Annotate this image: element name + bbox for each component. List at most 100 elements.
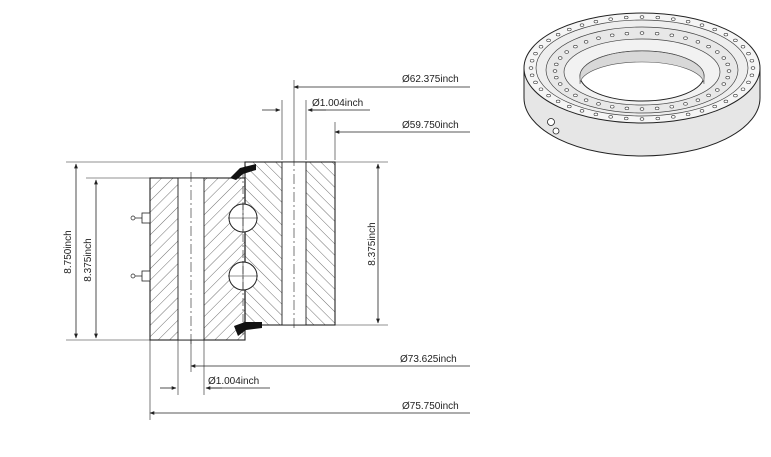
bolt-hole-icon	[555, 32, 561, 37]
bolt-hole-icon	[726, 69, 732, 73]
bolt-hole-icon	[554, 75, 559, 80]
bolt-hole-icon	[712, 104, 717, 109]
bolt-hole-icon	[655, 15, 660, 20]
dimensions	[66, 80, 470, 420]
bolt-hole-icon	[712, 27, 717, 32]
bolt-hole-icon	[538, 87, 544, 91]
bolt-hole-icon	[593, 112, 599, 117]
bolt-hole-icon	[593, 19, 599, 24]
bolt-hole-icon	[750, 66, 756, 70]
bolt-hole-icon	[655, 116, 660, 121]
seal-top	[230, 164, 256, 180]
dim-height-total: 8.750inch	[63, 230, 74, 273]
bolt-hole-icon	[669, 105, 674, 109]
dim-pitch-diameter: Ø62.375inch	[402, 74, 459, 85]
bolt-hole-icon	[723, 99, 729, 104]
side-grease-nipple-icon	[547, 118, 555, 126]
dim-bottom-hole: Ø1.004inch	[208, 376, 259, 387]
bolt-hole-icon	[715, 88, 720, 92]
bolt-hole-icon	[683, 36, 688, 40]
bolt-hole-icon	[695, 98, 701, 102]
bolt-hole-icon	[733, 93, 738, 98]
bolt-hole-icon	[546, 38, 551, 43]
dim-outer-diameter: Ø75.750inch	[402, 401, 459, 412]
bolt-hole-icon	[564, 88, 569, 92]
bolt-hole-icon	[671, 17, 676, 21]
bolt-hole-icon	[725, 62, 730, 67]
bolt-hole-icon	[567, 104, 572, 109]
bolt-hole-icon	[749, 73, 755, 77]
dim-bore-diameter: Ø59.750inch	[402, 120, 459, 131]
bolt-hole-icon	[723, 32, 729, 37]
bolt-hole-icon	[596, 102, 601, 106]
bolt-hole-icon	[746, 51, 751, 56]
bolt-hole-icon	[573, 93, 578, 98]
dim-top-hole: Ø1.004inch	[312, 98, 363, 109]
bolt-hole-icon	[579, 109, 585, 113]
bolt-hole-icon	[608, 115, 613, 119]
bolt-hole-icon	[567, 27, 572, 32]
bolt-hole-icon	[746, 80, 751, 85]
bolt-hole-icon	[654, 106, 660, 111]
bolt-hole-icon	[624, 106, 630, 111]
bolt-hole-icon	[639, 15, 645, 19]
bolt-hole-icon	[639, 31, 645, 35]
bolt-hole-icon	[740, 87, 746, 91]
bolt-hole-icon	[706, 44, 711, 49]
bolt-hole-icon	[529, 73, 535, 77]
bolt-hole-icon	[706, 93, 711, 98]
bolt-hole-icon	[639, 107, 645, 111]
bolt-hole-icon	[685, 112, 691, 117]
bolt-holes-outer	[528, 15, 756, 121]
bolt-hole-icon	[699, 109, 705, 113]
bolt-hole-icon	[749, 59, 755, 63]
bolt-hole-icon	[654, 31, 660, 36]
bolt-hole-icon	[695, 40, 701, 44]
bolt-hole-icon	[669, 33, 674, 37]
bolt-hole-icon	[528, 66, 534, 70]
bolt-hole-icon	[608, 17, 613, 21]
grease-nipple-upper-icon	[130, 212, 151, 224]
bolt-hole-icon	[573, 44, 578, 49]
bolt-hole-icon	[733, 38, 738, 43]
bolt-hole-icon	[609, 33, 615, 37]
dim-height-right-ring: 8.375inch	[367, 222, 378, 265]
cross-section	[130, 156, 336, 346]
seal-bottom	[234, 322, 262, 336]
grease-nipple-lower-icon	[130, 270, 151, 282]
bolt-hole-icon	[623, 15, 629, 20]
bolt-hole-icon	[583, 98, 589, 102]
bolt-hole-icon	[721, 82, 726, 86]
bolt-holes-inner	[552, 31, 732, 111]
bolt-hole-icon	[533, 80, 538, 85]
bolt-hole-icon	[564, 50, 569, 54]
bolt-hole-icon	[683, 102, 688, 106]
bearing-3d-view	[523, 12, 761, 157]
bolt-hole-icon	[639, 117, 645, 121]
bolt-hole-icon	[529, 59, 535, 63]
bolt-hole-icon	[546, 93, 551, 98]
bolt-hole-icon	[554, 62, 559, 67]
bolt-hole-icon	[740, 45, 746, 49]
bolt-hole-icon	[583, 40, 589, 44]
bolt-hole-icon	[557, 56, 563, 60]
bolt-hole-icon	[685, 19, 691, 24]
bolt-hole-icon	[555, 99, 561, 104]
bolt-hole-icon	[721, 56, 726, 60]
bolt-hole-icon	[579, 23, 585, 27]
bolt-hole-icon	[623, 116, 629, 121]
dim-inner-ring-od: Ø73.625inch	[400, 354, 457, 365]
bolt-hole-icon	[533, 51, 538, 56]
side-grease-nipple-icon	[552, 127, 560, 135]
bolt-hole-icon	[596, 36, 601, 40]
bolt-hole-icon	[725, 75, 730, 80]
dim-height-left-ring: 8.375inch	[83, 238, 94, 281]
bolt-hole-icon	[557, 82, 563, 86]
bolt-hole-icon	[671, 115, 676, 119]
bolt-hole-icon	[538, 45, 544, 49]
bolt-hole-icon	[624, 31, 630, 36]
bolt-hole-icon	[609, 105, 615, 109]
bolt-hole-icon	[552, 69, 558, 73]
bolt-hole-icon	[715, 50, 720, 54]
